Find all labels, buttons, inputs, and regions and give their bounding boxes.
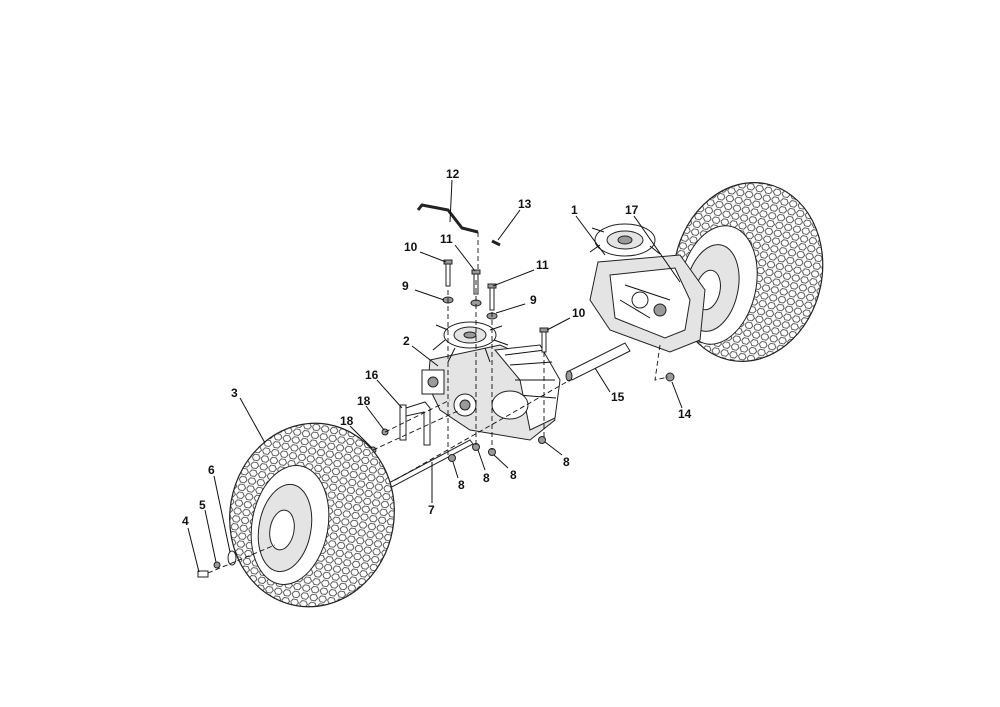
callout-9: 9 <box>402 279 409 293</box>
callout-10: 10 <box>572 306 586 320</box>
callout-5: 5 <box>199 498 206 512</box>
leader-lines <box>187 179 683 573</box>
callout-11: 11 <box>440 232 453 246</box>
callout-7: 7 <box>428 503 435 517</box>
callout-1: 1 <box>571 203 578 217</box>
left-transaxle <box>421 321 561 441</box>
callout-18: 18 <box>340 414 354 428</box>
callout-11: 11 <box>536 258 549 272</box>
callout-10: 10 <box>404 240 418 254</box>
callout-14: 14 <box>678 407 692 421</box>
callout-3: 3 <box>231 386 238 400</box>
left-tire <box>229 422 395 608</box>
callout-8: 8 <box>510 468 517 482</box>
control-rod <box>416 203 479 234</box>
assembly-lines <box>372 232 669 481</box>
callout-6: 6 <box>208 463 215 477</box>
callout-8: 8 <box>483 471 490 485</box>
callout-16: 16 <box>365 368 379 382</box>
callout-4: 4 <box>182 514 189 528</box>
connecting-tube <box>565 342 631 382</box>
callout-13: 13 <box>518 197 532 211</box>
callouts: 12 13 1 17 10 11 11 9 9 10 2 16 18 18 3 … <box>182 167 692 528</box>
callout-12: 12 <box>446 167 460 181</box>
clip <box>491 239 501 247</box>
callout-8: 8 <box>563 455 570 469</box>
callout-15: 15 <box>611 390 625 404</box>
callout-18: 18 <box>357 394 371 408</box>
right-transaxle <box>589 223 706 353</box>
callout-9: 9 <box>530 293 537 307</box>
callout-2: 2 <box>403 334 410 348</box>
hub-hardware <box>197 544 276 578</box>
callout-8: 8 <box>458 478 465 492</box>
callout-17: 17 <box>625 203 639 217</box>
mounting-bracket <box>399 401 431 446</box>
